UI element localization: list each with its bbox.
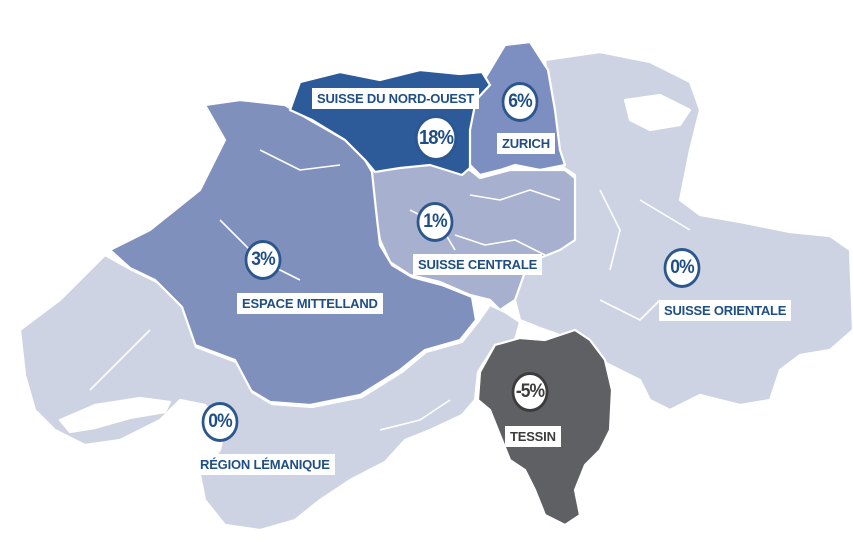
label-suisse-centrale: SUISSE CENTRALE bbox=[413, 254, 543, 275]
region-espace-mittelland[interactable] bbox=[108, 98, 478, 407]
label-espace-mittelland: ESPACE MITTELLAND bbox=[237, 293, 383, 314]
lake-constance bbox=[623, 93, 692, 132]
badge-zurich: 6% bbox=[501, 82, 539, 122]
label-region-lemanique: RÉGION LÉMANIQUE bbox=[195, 454, 335, 475]
badge-suisse-orientale: 0% bbox=[663, 248, 701, 288]
label-zurich: ZURICH bbox=[497, 133, 555, 154]
badge-region-lemanique: 0% bbox=[201, 402, 239, 442]
label-tessin: TESSIN bbox=[505, 426, 561, 447]
badge-tessin: -5% bbox=[511, 372, 549, 412]
badge-suisse-nord-ouest: 18% bbox=[414, 115, 458, 161]
label-suisse-orientale: SUISSE ORIENTALE bbox=[659, 300, 792, 321]
lake-geneva bbox=[58, 396, 172, 434]
region-region-lemanique[interactable] bbox=[18, 253, 522, 532]
badge-espace-mittelland: 3% bbox=[244, 240, 282, 280]
badge-suisse-centrale: 1% bbox=[416, 202, 454, 242]
label-suisse-nord-ouest: SUISSE DU NORD-OUEST bbox=[312, 88, 480, 109]
